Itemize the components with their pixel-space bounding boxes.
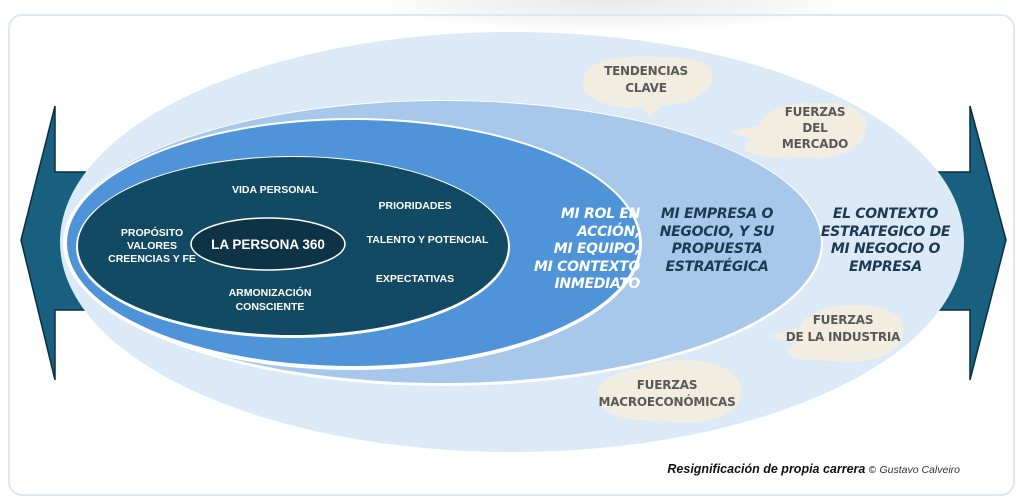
copyright-symbol: © [868,465,877,476]
label-talento: TALENTO Y POTENCIAL [366,234,489,246]
label-role-ring: MI ROL EN ACCIÓN, MI EQUIPO, MI CONTEXTO… [534,206,640,292]
footer-credit: Resignificación de propia carrera © Gust… [667,462,960,476]
label-prioridades: PRIORIDADES [378,200,452,212]
label-context-ring: EL CONTEXTO ESTRATEGICO DE MI NEGOCIO O … [820,206,951,275]
core-ellipse [190,217,346,271]
label-company-ring: MI EMPRESA O NEGOCIO, Y SU PROPUESTA EST… [659,206,775,275]
bubble-label-mercado: FUERZAS DEL MERCADO [781,105,849,152]
bubble-label-tendencias: TENDENCIAS CLAVE [604,64,688,96]
footer-title: Resignificación de propia carrera [667,462,866,476]
label-vida-personal: VIDA PERSONAL [232,184,318,196]
label-proposito: PROPÓSITO VALORES CREENCIAS Y FE [108,227,196,266]
bubble-tendencias [582,56,713,117]
bubble-label-macro: FUERZAS MACROECONÓMICAS [598,378,736,410]
bubble-macro [597,360,742,423]
footer-author: Gustavo Calveiro [879,464,960,476]
diagram-card [8,14,1015,496]
bubble-industria [769,304,904,362]
bubble-label-industria: FUERZAS DE LA INDUSTRIA [785,313,901,345]
bubble-mercado [730,102,867,158]
label-expectativas: EXPECTATIVAS [375,273,455,285]
core-label: LA PERSONA 360 [211,237,325,252]
label-armonizacion: ARMONIZACIÓN CONSCIENTE [228,287,312,314]
